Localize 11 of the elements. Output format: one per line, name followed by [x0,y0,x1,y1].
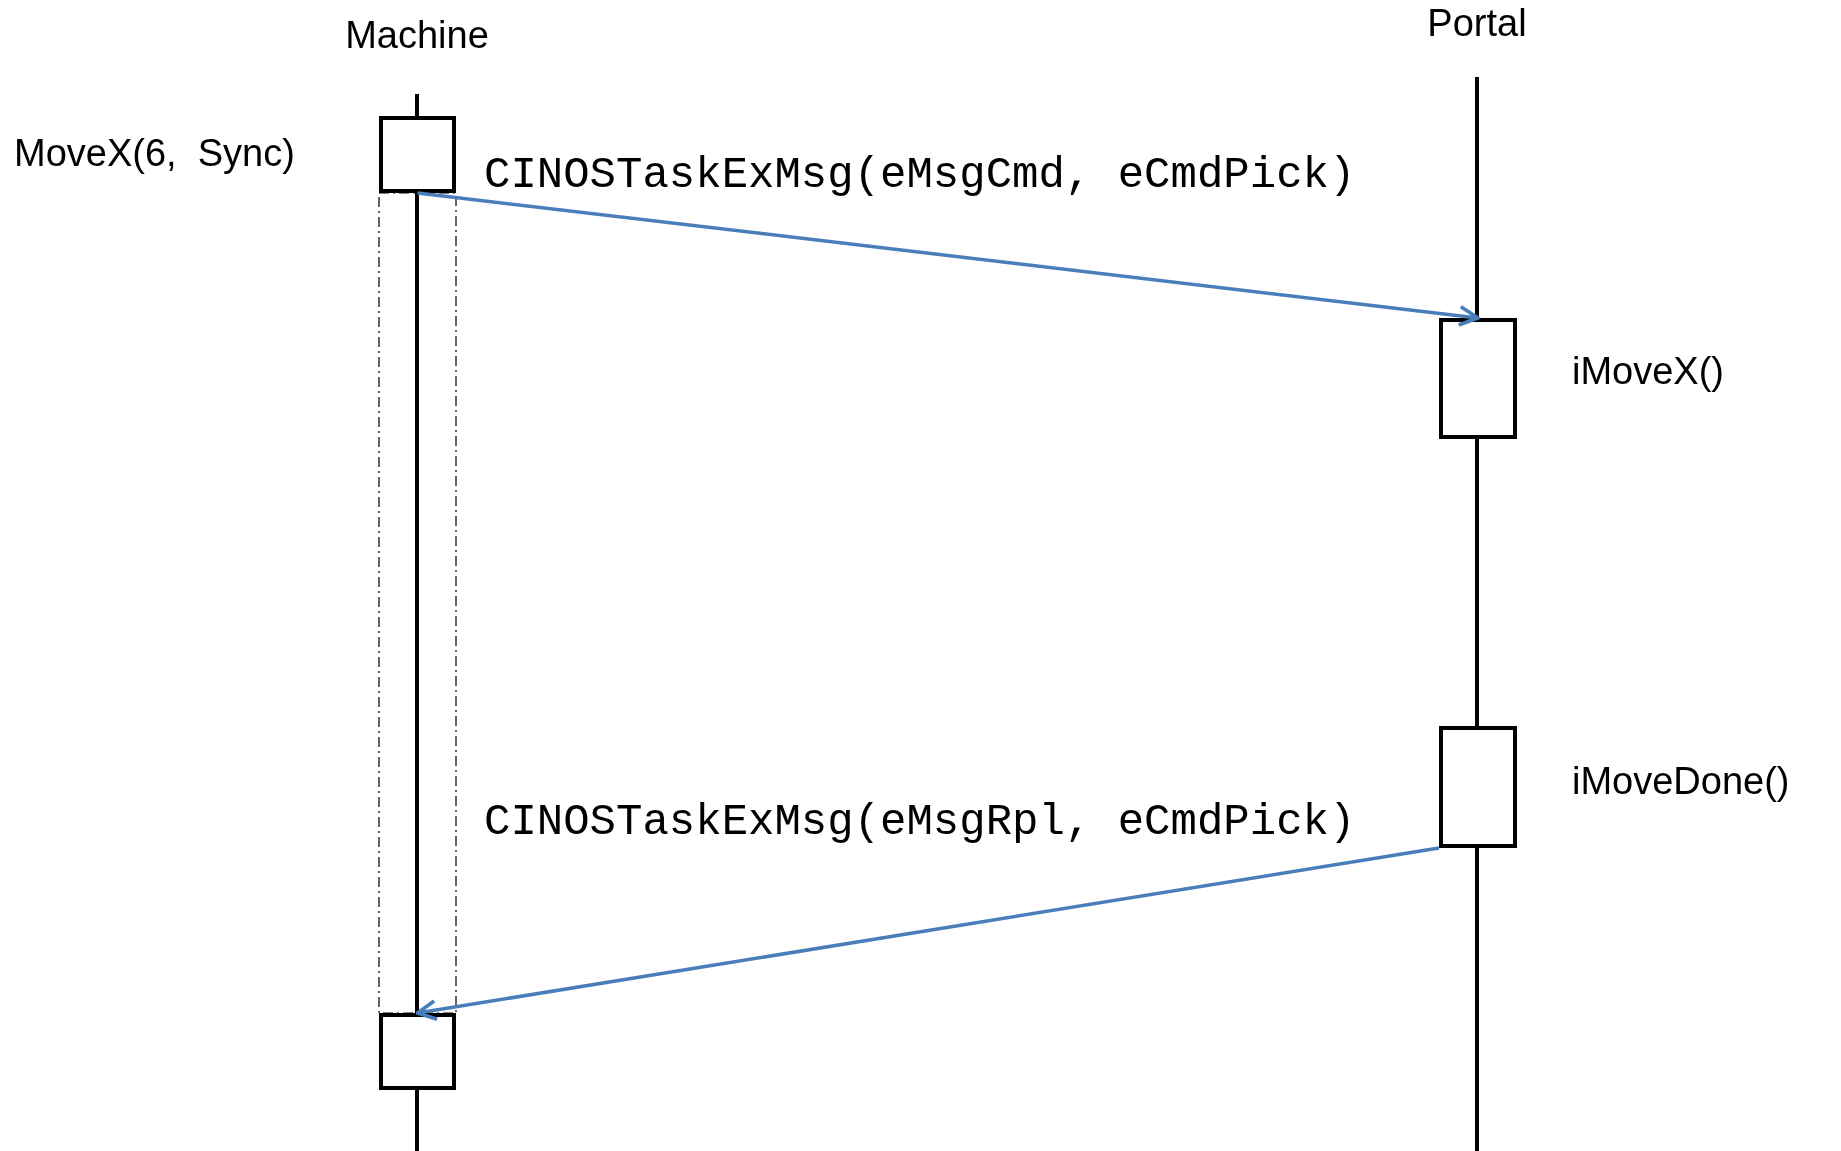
arrow [415,846,1440,1021]
method-label: MoveX(6, Sync) [14,132,295,175]
method-label: iMoveDone() [1572,760,1790,803]
lifeline-label: Portal [1427,2,1527,45]
method-label: iMoveX() [1572,350,1725,393]
activation-box [379,1013,456,1090]
activation-box [1439,726,1517,848]
activation-box [379,116,456,193]
arrow [417,191,1480,327]
lifeline-label: Machine [345,14,489,57]
activation-box [1439,318,1517,439]
